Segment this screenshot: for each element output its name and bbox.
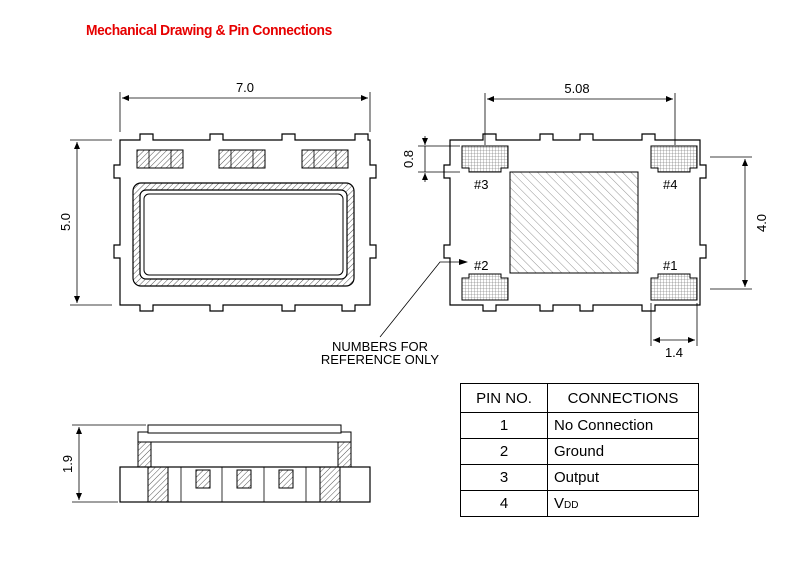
pin-label-3: #3 xyxy=(474,177,488,192)
top-view xyxy=(113,133,377,312)
header-connections: CONNECTIONS xyxy=(547,383,699,413)
page-title: Mechanical Drawing & Pin Connections xyxy=(86,22,332,39)
pad-4 xyxy=(650,145,698,173)
pin-number: 3 xyxy=(460,464,548,491)
pin-number: 1 xyxy=(460,412,548,439)
pad-width-label: 1.4 xyxy=(665,345,683,360)
vdd-main: V xyxy=(554,495,565,512)
pad-pitch-horizontal-label: 5.08 xyxy=(564,81,589,96)
pad-3 xyxy=(461,145,509,173)
reference-note-line2: REFERENCE ONLY xyxy=(321,352,440,367)
pin-label-2: #2 xyxy=(474,258,488,273)
table-row: 3 Output xyxy=(460,464,699,491)
top-width-label: 7.0 xyxy=(236,80,254,95)
pin-label-4: #4 xyxy=(663,177,677,192)
pin-connection: Ground xyxy=(547,438,699,465)
pin-connection: No Connection xyxy=(547,412,699,439)
pin-connections-table: PIN NO. CONNECTIONS 1 No Connection 2 Gr… xyxy=(460,383,699,517)
pin-connection: Output xyxy=(547,464,699,491)
vdd-subscript: DD xyxy=(564,500,579,511)
top-height-dimension: 5.0 xyxy=(58,139,112,306)
header-pin-no: PIN NO. xyxy=(460,383,548,413)
side-height-label: 1.9 xyxy=(60,455,75,473)
pin-label-1: #1 xyxy=(663,258,677,273)
top-height-label: 5.0 xyxy=(58,213,73,231)
reference-note-leader xyxy=(379,259,468,338)
pin-number: 2 xyxy=(460,438,548,465)
table-row: 1 No Connection xyxy=(460,412,699,439)
side-height-dimension: 1.9 xyxy=(60,424,146,503)
pad-height-label: 0.8 xyxy=(401,150,416,168)
pad-width-dimension: 1.4 xyxy=(650,303,698,360)
pad-pitch-vertical-dimension: 4.0 xyxy=(710,156,769,290)
side-view xyxy=(119,424,371,503)
table-row: 4 VDD xyxy=(460,490,699,517)
table-row: 2 Ground xyxy=(460,438,699,465)
reference-note-line1: NUMBERS FOR xyxy=(332,339,428,354)
table-header-row: PIN NO. CONNECTIONS xyxy=(460,383,699,413)
top-width-dimension: 7.0 xyxy=(119,80,371,132)
pin-connection: VDD xyxy=(547,490,699,517)
pin-number: 4 xyxy=(460,490,548,517)
pad-pitch-vertical-label: 4.0 xyxy=(754,214,769,232)
pad-2 xyxy=(461,273,509,301)
pad-1 xyxy=(650,273,698,301)
pad-height-dimension: 0.8 xyxy=(401,136,460,182)
bottom-view: #3 #4 #2 #1 xyxy=(443,133,707,312)
pad-pitch-horizontal-dimension: 5.08 xyxy=(484,81,676,145)
